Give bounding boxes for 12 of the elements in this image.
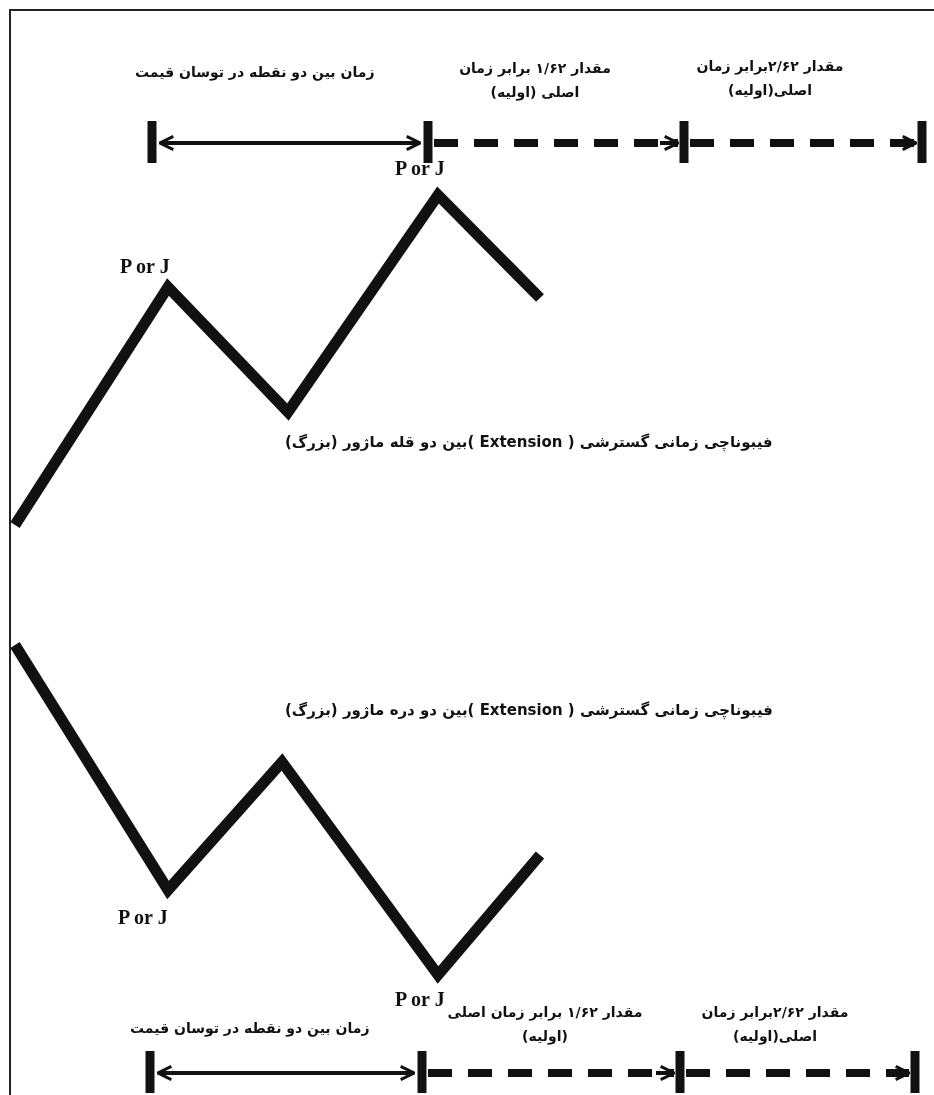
point-label: P or J xyxy=(395,988,445,1011)
section-heading: فیبوناچی زمانی گسترشی ( Extension )بین دو دره ماژور (بزرگ) xyxy=(285,701,773,719)
point-label: P or J xyxy=(395,157,445,180)
section-heading: فیبوناچی زمانی گسترشی ( Extension )بین دو قله ماژور (بزرگ) xyxy=(285,433,773,451)
point-label: P or J xyxy=(120,255,170,278)
ratio-label: مقدار ۱/۶۲ برابر زمان اصلی (اولیه) xyxy=(458,59,612,103)
ratio-label: مقدار ۲/۶۲برابر زمان اصلی(اولیه) xyxy=(695,57,845,101)
time-span-label: زمان بین دو نقطه در توسان قیمت xyxy=(130,1020,370,1036)
point-label: P or J xyxy=(118,906,168,929)
ratio-label: مقدار ۲/۶۲برابر زمان اصلی(اولیه) xyxy=(700,1003,850,1047)
time-span-label: زمان بین دو نقطه در توسان قیمت xyxy=(135,64,375,80)
ratio-label: مقدار ۱/۶۲ برابر زمان اصلی (اولیه) xyxy=(446,1003,644,1047)
